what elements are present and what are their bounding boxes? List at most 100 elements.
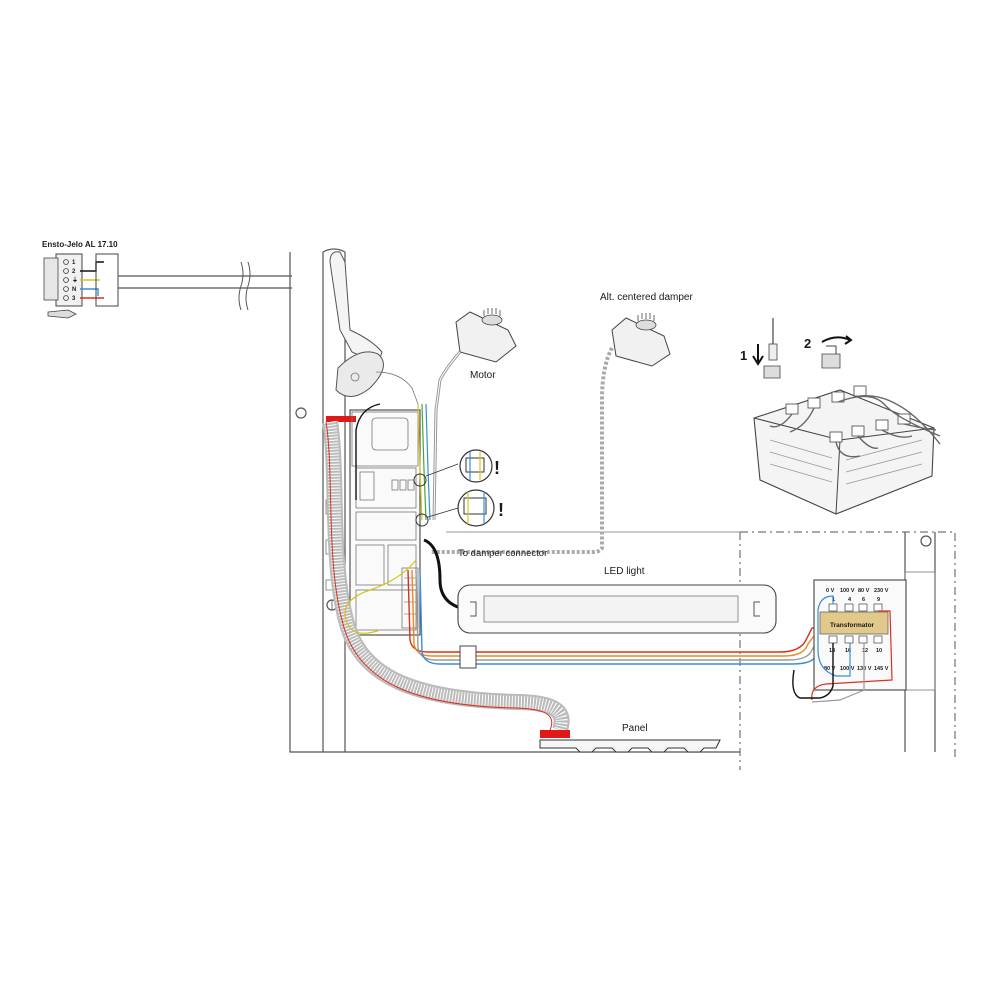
transformer-terminal (873, 603, 883, 612)
ribbon-connector-bottom (540, 730, 570, 738)
transformer-bottom-pin: 10 (876, 648, 882, 654)
inset-terminal (853, 385, 867, 397)
led-clip-left (470, 601, 477, 617)
board-bottom-compartment (355, 589, 417, 631)
terminal-label-3: 3 (72, 296, 76, 302)
transformer-bottom-terminals (828, 635, 883, 644)
terminal-screw (63, 295, 69, 301)
inset-transformer-body (753, 389, 935, 515)
transformer-top-voltage: 0 V (826, 588, 835, 594)
housing-top-curve (322, 248, 346, 253)
terminal-screw (63, 277, 69, 283)
inset-terminal (875, 419, 889, 431)
led-clip-right (753, 601, 760, 617)
board-mid-compartment (355, 511, 417, 541)
thermostat-terminal-block: Ensto-Jelo AL 17.10 1 2 ⏚ N 3 (42, 240, 292, 319)
transformer-top-voltage: 100 V (840, 588, 855, 594)
terminal-screws (63, 259, 69, 301)
installation-inset: 1 2 (740, 318, 941, 515)
transformer-bottom-pin: 12 (862, 648, 868, 654)
motor-shaft-gear (481, 314, 503, 326)
dip-switches (391, 479, 415, 491)
warning-mark-2: ! (498, 500, 504, 520)
dip-switch (391, 479, 399, 491)
transformer-terminal (844, 635, 854, 644)
alt-damper: Alt. centered damper To damper connector (430, 292, 693, 559)
transformer-top-voltage: 80 V (858, 588, 870, 594)
thermostat-label: Ensto-Jelo AL 17.10 (42, 240, 118, 249)
board-upper-compartment (351, 411, 419, 467)
cable-break-mark (238, 261, 244, 311)
transformer-bottom-voltage: 145 V (874, 666, 889, 672)
power-wire-grey (415, 569, 833, 661)
tab-terminal-icon (763, 365, 781, 379)
detail-bubble-2: ! (457, 489, 504, 527)
transformer-terminal (858, 603, 868, 612)
terminal-block-body (55, 253, 83, 307)
dip-switch (407, 479, 415, 491)
connector-detail (463, 497, 487, 515)
motor: Motor (432, 308, 517, 521)
terminal-label-2: 2 (72, 269, 76, 275)
relay-icon (371, 417, 409, 451)
bracket-wire-black (355, 403, 381, 500)
terminal-screw (63, 268, 69, 274)
damper-gear (635, 319, 657, 331)
detail-bubble (457, 489, 495, 527)
board-wiring (344, 403, 471, 634)
screwdriver-icon (47, 309, 77, 319)
motor-gear-teeth (483, 308, 501, 316)
detail-bubble-1: ! (459, 449, 500, 483)
hinge-arm (329, 251, 383, 365)
transformer-top-pin: 4 (848, 597, 852, 603)
board-connector (359, 471, 375, 501)
ribbon-cable-body (322, 420, 570, 733)
control-board (326, 409, 421, 636)
led-light-label: LED light (604, 566, 645, 577)
dip-switch (399, 479, 407, 491)
inset-terminal (829, 431, 843, 443)
transformer-terminal (858, 635, 868, 644)
connector-latch (826, 345, 837, 354)
panel-label: Panel (622, 723, 648, 734)
arrow-down-icon (752, 344, 764, 366)
motor-cable-core (433, 351, 461, 521)
connector-detail (465, 457, 485, 473)
panel-body (539, 739, 721, 753)
damper-cable (430, 347, 614, 554)
transformer-wire-blue (817, 595, 851, 677)
transformer-bottom-pin: 16 (845, 648, 851, 654)
motor-wire-yellow (417, 403, 423, 521)
earth-wire-yellow (344, 559, 417, 634)
tab-terminal-icon (821, 353, 841, 369)
transformer-wire-grey (811, 643, 865, 703)
wire-black (80, 261, 104, 272)
damper-connector-label: To damper connector (458, 548, 547, 559)
led-black-wire (423, 538, 471, 612)
transformer-top-pin: 6 (862, 597, 865, 603)
power-wires (407, 569, 833, 669)
detail-marker (415, 513, 429, 527)
control-panel: Panel (539, 723, 721, 753)
transformer-bottom-voltage: 100 V (840, 666, 855, 672)
motor-wire-blue (425, 403, 431, 521)
detail-marker (413, 473, 427, 487)
transformer-wire-red (811, 610, 893, 701)
terminal-screw (63, 286, 69, 292)
transformer-terminal (828, 603, 838, 612)
transformer-bottom-voltage: 80 V (824, 666, 836, 672)
ribbon-red-edge (325, 421, 553, 731)
ribbon-connector-top (326, 416, 356, 422)
transformer-terminal (828, 635, 838, 644)
detail-leader (425, 463, 459, 477)
arrow-curve-icon (821, 335, 853, 345)
hinge-pivot (350, 372, 360, 382)
hinge-bracket (335, 351, 384, 397)
terminal-block-base (43, 257, 59, 301)
cable-tie (459, 645, 477, 669)
terminal-label-earth: ⏚ (72, 277, 78, 284)
step-1-label: 1 (740, 348, 747, 363)
inset-terminal (785, 403, 799, 415)
terminal-cable-clamp (95, 253, 119, 307)
